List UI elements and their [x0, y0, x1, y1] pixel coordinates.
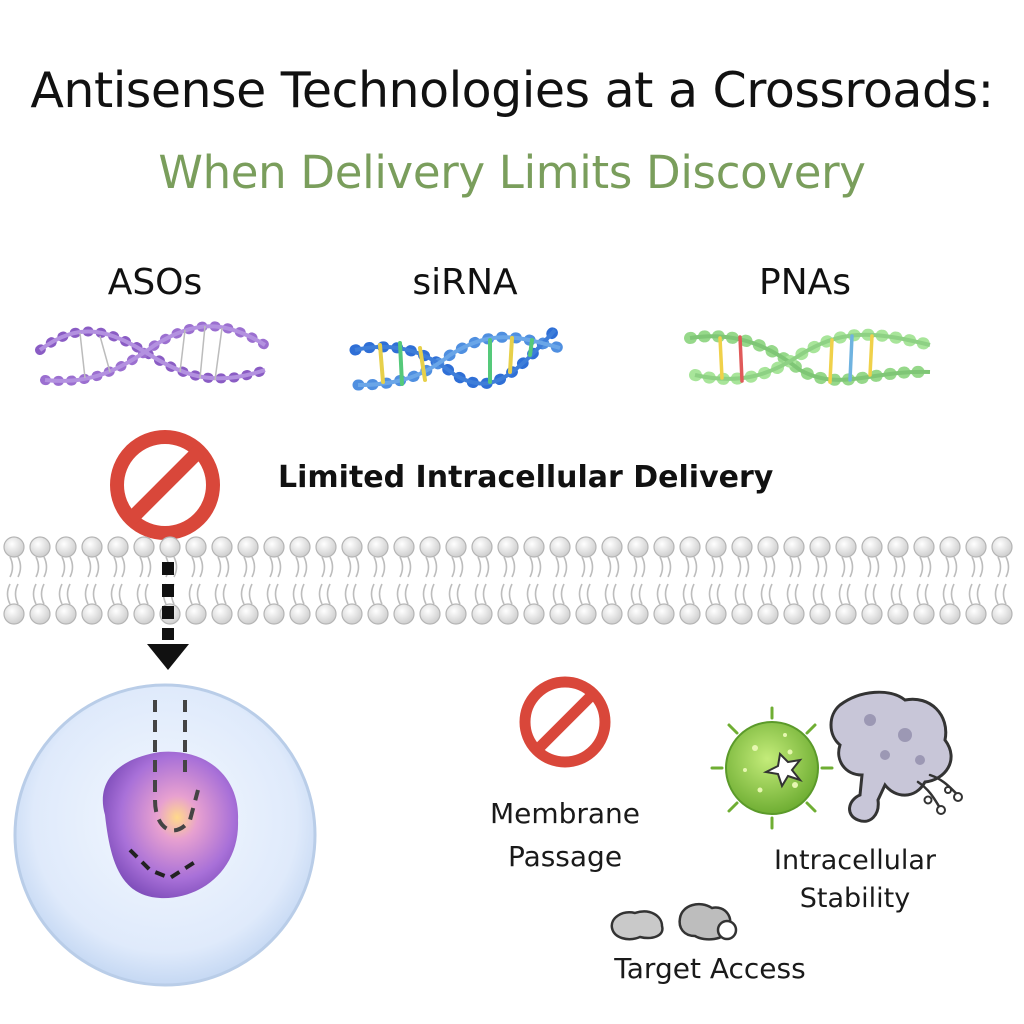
target-access-icon — [610, 902, 738, 941]
membrane-passage-caption: Membrane Passage — [489, 797, 641, 873]
nuclease-particle-icon — [710, 706, 834, 830]
pna-molecule-icon — [684, 328, 936, 386]
page-subtitle: When Delivery Limits Discovery — [158, 146, 866, 199]
nucleus-icon — [102, 751, 239, 899]
sirna-molecule-icon — [349, 324, 566, 391]
asos-label: ASOs — [107, 262, 203, 303]
degraded-protein-icon — [829, 690, 963, 823]
cell-icon — [13, 683, 317, 987]
membrane-passage-no-entry-icon — [519, 676, 611, 768]
limited-delivery-label: Limited Intracellular Delivery — [278, 460, 774, 495]
lipid-bilayer-membrane — [3, 536, 1013, 625]
intracellular-stability-caption: Intracellular Stability — [773, 845, 937, 914]
no-entry-icon — [110, 430, 220, 540]
sirna-label: siRNA — [412, 262, 518, 303]
pnas-label: PNAs — [758, 262, 852, 303]
target-access-caption: Target Access — [614, 952, 806, 985]
aso-molecule-icon — [35, 321, 270, 386]
blocked-pathway-arrow-icon — [147, 562, 189, 670]
page-title: Antisense Technologies at a Crossroads: — [30, 62, 994, 119]
